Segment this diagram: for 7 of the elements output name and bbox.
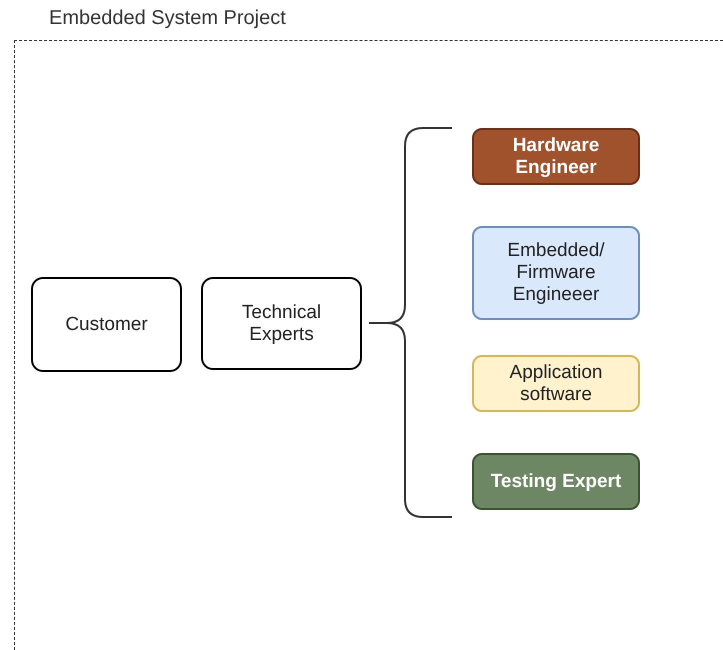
role-box: Hardware Engineer [472,128,640,185]
role-box: Testing Expert [472,453,640,510]
role-box: Embedded/ Firmware Engineeer [472,226,640,320]
role-box: Application software [472,355,640,412]
role-box: Customer [31,277,182,372]
role-box: Technical Experts [201,277,362,370]
frame-title: Embedded System Project [49,7,286,30]
